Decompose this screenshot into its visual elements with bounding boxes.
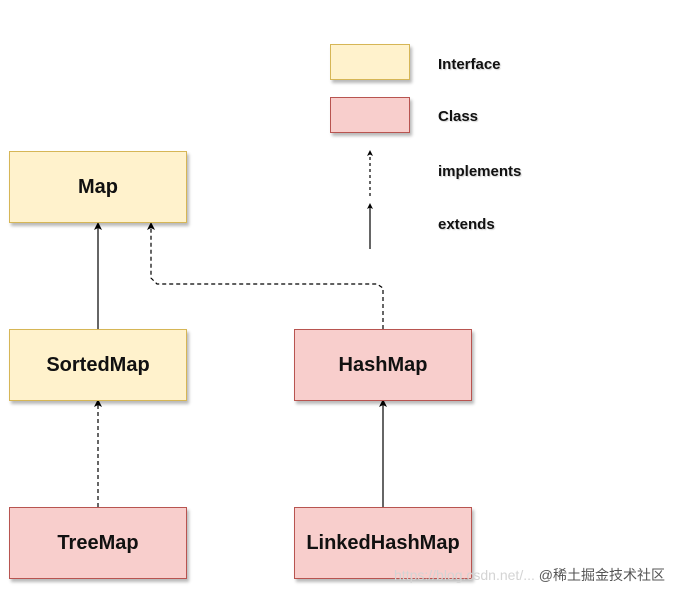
node-sortedmap-label: SortedMap: [46, 353, 150, 376]
node-treemap-label: TreeMap: [57, 531, 139, 554]
legend-extends-label: extends: [438, 216, 495, 233]
legend-interface-swatch: [330, 44, 410, 80]
node-linkedhashmap-label: LinkedHashMap: [306, 531, 460, 554]
node-map: Map: [9, 151, 187, 223]
node-hashmap: HashMap: [294, 329, 472, 401]
node-sortedmap: SortedMap: [9, 329, 187, 401]
node-treemap: TreeMap: [9, 507, 187, 579]
legend-interface-label: Interface: [438, 56, 501, 73]
node-linkedhashmap: LinkedHashMap: [294, 507, 472, 579]
watermark-brand: @稀土掘金技术社区: [538, 567, 665, 583]
legend-class-label: Class: [438, 108, 479, 125]
legend-implements-label: implements: [438, 163, 522, 180]
node-map-label: Map: [78, 175, 118, 198]
legend-class-swatch: [330, 97, 410, 133]
node-hashmap-label: HashMap: [338, 353, 428, 376]
watermark-url: https://blog.csdn.net/...: [394, 567, 535, 583]
watermark: https://blog.csdn.net/... @稀土掘金技术社区: [394, 565, 665, 585]
edge-hashmap-implements-map: [147, 222, 384, 329]
